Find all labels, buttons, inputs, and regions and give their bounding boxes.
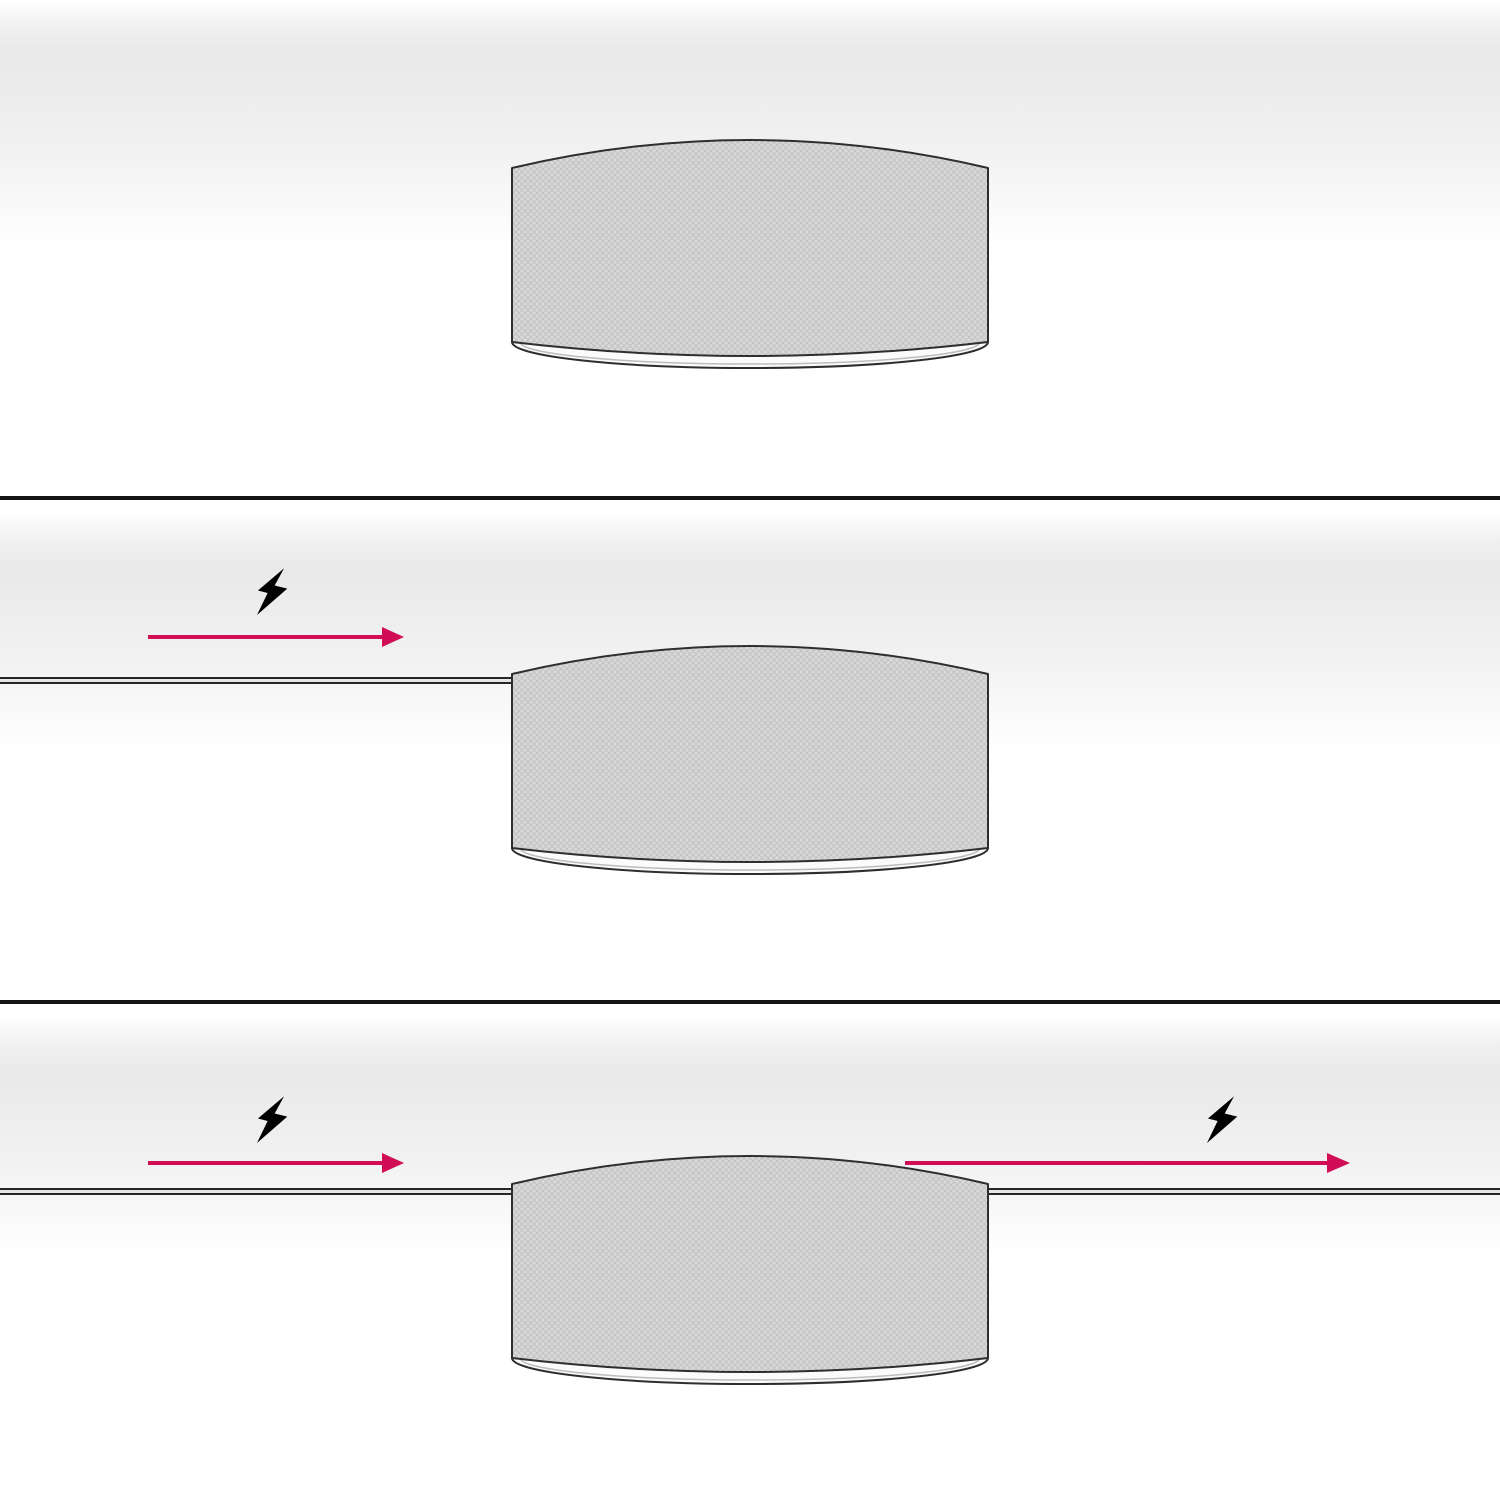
current-direction-arrow-right [905,1153,1350,1173]
panel-divider [0,496,1500,500]
power-cable-left [0,1188,514,1195]
current-direction-arrow-left [148,1153,404,1173]
panel-divider [0,1000,1500,1004]
drum-ceiling-lamp [511,1155,989,1385]
drum-ceiling-lamp [511,139,989,369]
lightning-bolt-icon-left [252,1091,292,1149]
power-cable-left [0,677,514,684]
panel-ceiling-lamp-power-in [0,500,1500,1000]
power-cable-right [986,1188,1500,1195]
panel-ceiling-lamp-pass-through [0,1004,1500,1500]
current-direction-arrow-left [148,627,404,647]
lightning-bolt-icon-right [1202,1091,1242,1149]
lightning-bolt-icon-left [252,563,292,621]
panel-ceiling-lamp-plain [0,0,1500,496]
drum-ceiling-lamp [511,645,989,875]
